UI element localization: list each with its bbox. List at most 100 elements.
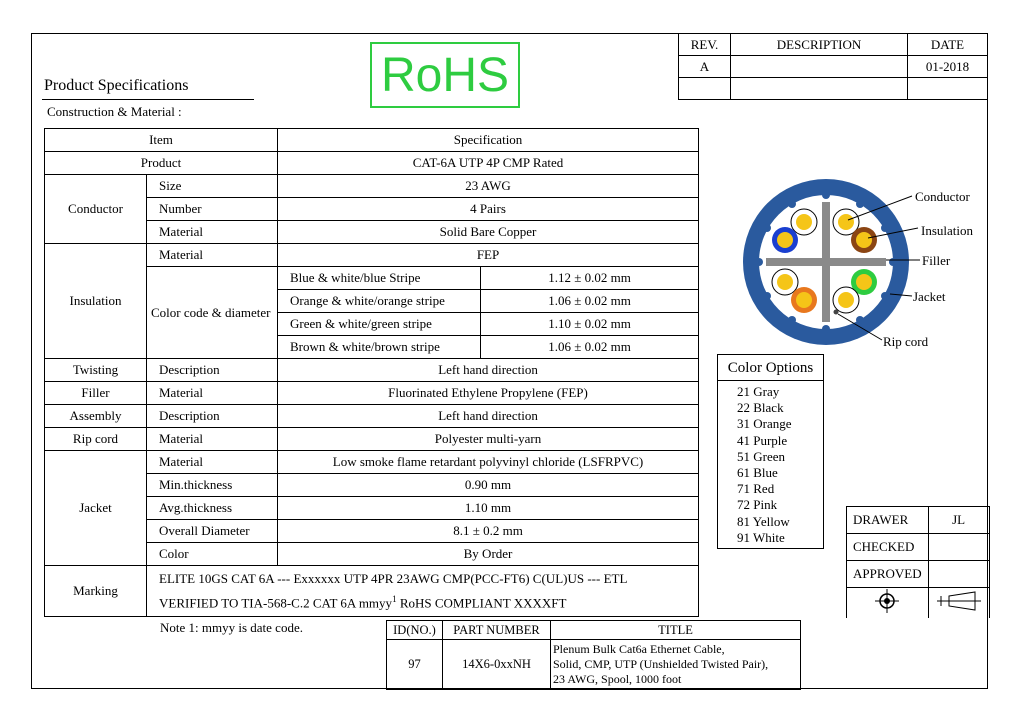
revision-table: REV. DESCRIPTION DATE A 01-2018 xyxy=(678,33,988,100)
conductor-core xyxy=(796,292,812,308)
drawer-label: DRAWER xyxy=(846,506,929,534)
insulation-color-diameter: 1.10 ± 0.02 mm xyxy=(480,312,700,336)
twisting-value: Left hand direction xyxy=(277,358,700,382)
label-insulation: Insulation xyxy=(921,223,973,238)
ripcord-label: Rip cord xyxy=(44,427,147,451)
conductor-core xyxy=(777,232,793,248)
jacket-value: Low smoke flame retardant polyvinyl chlo… xyxy=(277,450,700,474)
marking-line-2: VERIFIED TO TIA-568-C.2 CAT 6A mmyy1 RoH… xyxy=(159,589,694,613)
callout-line-insulation xyxy=(867,227,919,239)
conductor-core xyxy=(796,214,812,230)
callout-line-ripcord xyxy=(837,313,883,341)
part-number-header: PART NUMBER xyxy=(442,620,551,640)
title-line: 23 AWG, Spool, 1000 foot xyxy=(553,672,682,686)
jacket-attr: Min.thickness xyxy=(145,473,279,497)
assembly-label: Assembly xyxy=(44,404,147,428)
id-header: ID(NO.) xyxy=(386,620,443,640)
section-subtitle: Construction & Material : xyxy=(47,104,182,119)
description-header: DESCRIPTION xyxy=(730,33,908,56)
color-option: 81 Yellow xyxy=(737,513,790,529)
crosshair-icon xyxy=(875,589,900,613)
conductor-value: 4 Pairs xyxy=(277,197,700,221)
color-option: 91 White xyxy=(737,529,785,545)
insulation-material-value: FEP xyxy=(277,243,700,267)
title-value: Plenum Bulk Cat6a Ethernet Cable, Solid,… xyxy=(550,639,801,690)
conductor-label: Conductor xyxy=(44,174,147,244)
footnote-marker: 1 xyxy=(392,593,397,604)
marking-label: Marking xyxy=(44,565,147,617)
callout-line-conductor xyxy=(847,195,913,221)
rev-description xyxy=(730,77,908,100)
item-header: Item xyxy=(43,128,279,152)
color-options-box xyxy=(717,354,824,549)
title-block-table: ID(NO.) PART NUMBER TITLE 97 14X6-0xxNH … xyxy=(386,620,801,690)
conductor-core xyxy=(838,214,854,230)
label-rip-cord: Rip cord xyxy=(883,334,929,349)
marking-line-2-end: RoHS COMPLIANT XXXXFT xyxy=(396,595,567,611)
approved-value xyxy=(927,560,990,588)
footnote: Note 1: mmyy is date code. xyxy=(160,620,303,635)
rev-date xyxy=(907,77,988,100)
specification-table: Item Specification Product CAT-6A UTP 4P… xyxy=(43,128,700,617)
taper-icon xyxy=(936,591,981,611)
rev-value xyxy=(678,77,731,100)
color-option: 22 Black xyxy=(737,400,784,416)
title-line: Plenum Bulk Cat6a Ethernet Cable, xyxy=(553,642,725,656)
conductor-core xyxy=(856,274,872,290)
cable-cross-section xyxy=(743,179,920,345)
jacket-value: 1.10 mm xyxy=(277,496,700,520)
label-filler: Filler xyxy=(922,253,951,268)
jacket-attr: Material xyxy=(145,450,279,474)
conductor-value: Solid Bare Copper xyxy=(277,220,700,244)
approved-label: APPROVED xyxy=(846,560,929,588)
conductor-core xyxy=(777,274,793,290)
jacket-attr: Avg.thickness xyxy=(145,496,279,520)
jacket-label: Jacket xyxy=(44,450,147,566)
product-value: CAT-6A UTP 4P CMP Rated xyxy=(277,151,700,175)
ripcord-attr: Material xyxy=(145,427,279,451)
color-option: 61 Blue xyxy=(737,465,778,481)
insulation-color-diameter: 1.06 ± 0.02 mm xyxy=(480,289,700,313)
filler-label: Filler xyxy=(44,381,147,405)
color-option: 41 Purple xyxy=(737,432,788,448)
conductor-value: 23 AWG xyxy=(277,174,700,198)
insulation-label: Insulation xyxy=(44,243,147,359)
jacket-value: 0.90 mm xyxy=(277,473,700,497)
jacket-value: 8.1 ± 0.2 mm xyxy=(277,519,700,543)
conductor-attr: Size xyxy=(145,174,279,198)
callout-line-jacket xyxy=(889,293,913,297)
rip-cord-strand xyxy=(833,309,839,315)
insulation-color-name: Orange & white/orange stripe xyxy=(277,289,482,313)
title-header: TITLE xyxy=(550,620,801,640)
label-conductor: Conductor xyxy=(915,189,970,204)
insulation-material-attr: Material xyxy=(145,243,279,267)
color-option: 71 Red xyxy=(737,481,775,497)
rev-value: A xyxy=(678,55,731,78)
checked-label: CHECKED xyxy=(846,533,929,561)
marking-text: ELITE 10GS CAT 6A --- Exxxxxx UTP 4PR 23… xyxy=(145,565,700,617)
color-option: 21 Gray xyxy=(737,384,780,399)
marking-line-2-main: VERIFIED TO TIA-568-C.2 CAT 6A mmyy xyxy=(159,595,393,611)
marking-line-1: ELITE 10GS CAT 6A --- Exxxxxx UTP 4PR 23… xyxy=(159,570,628,586)
assembly-value: Left hand direction xyxy=(277,404,700,428)
color-option: 51 Green xyxy=(737,448,786,464)
assembly-attr: Description xyxy=(145,404,279,428)
signoff-table: DRAWER JL CHECKED APPROVED xyxy=(846,506,990,618)
color-options-list: 21 Gray 22 Black 31 Orange 41 Purple 51 … xyxy=(737,384,792,546)
filler-horizontal xyxy=(766,258,886,266)
filler-attr: Material xyxy=(145,381,279,405)
part-number-value: 14X6-0xxNH xyxy=(442,639,551,690)
checked-value xyxy=(927,533,990,561)
jacket-value: By Order xyxy=(277,542,700,566)
jacket-teeth xyxy=(755,191,897,333)
conductor-core xyxy=(838,292,854,308)
color-option: 31 Orange xyxy=(737,416,792,432)
product-label: Product xyxy=(43,151,279,175)
rohs-logo: RoHS xyxy=(370,42,520,108)
rev-date: 01-2018 xyxy=(907,55,988,78)
insulation-color-name: Blue & white/blue Stripe xyxy=(277,266,482,290)
rev-description xyxy=(730,55,908,78)
insulation-color-diameter: 1.06 ± 0.02 mm xyxy=(480,335,700,359)
taper-symbol-cell xyxy=(927,587,990,618)
title-underline xyxy=(42,99,254,100)
